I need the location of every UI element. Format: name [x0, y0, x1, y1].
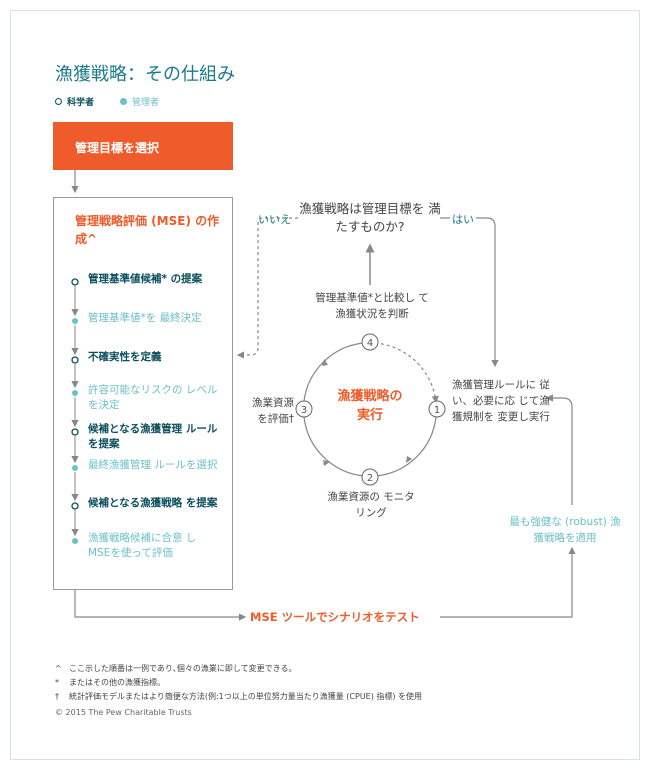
cycle-step-3: 漁業資源 を評価†: [252, 397, 294, 425]
scientist-step-dot: [71, 428, 79, 436]
cycle-step-1: 漁獲管理ルールに 従い、必要に応 じて漁獲規制を 変更し実行: [452, 379, 550, 423]
svg-text:1: 1: [434, 405, 440, 416]
footnote-3: †統計評価モデルまたはより簡便な方法(例:1つ以上の単位努力量当たり漁獲量 (C…: [55, 692, 423, 701]
yes-label: はい: [450, 211, 476, 227]
mse-step: 最終漁獲管理 ルールを選択: [88, 459, 218, 471]
cycle-center: 漁獲戦略の 実行: [337, 389, 403, 423]
scientist-step-dot: [71, 278, 79, 286]
step-number-1: 1: [428, 400, 446, 418]
mse-box: [53, 197, 233, 590]
mse-step: 管理基準値候補* の提案: [88, 273, 203, 285]
mse-test-label: MSE ツールでシナリオをテスト: [250, 610, 420, 624]
svg-text:2: 2: [367, 473, 373, 484]
step-number-2: 2: [361, 468, 379, 486]
manager-dot-icon: [120, 98, 127, 105]
frame: [10, 10, 640, 760]
scientist-step-dot: [71, 356, 79, 364]
legend-manager: 管理者: [120, 95, 159, 108]
step-number-3: 3: [295, 400, 313, 418]
page-title: 漁獲戦略：その仕組み: [55, 64, 235, 85]
cycle-step-4: 管理基準値*と比較し て漁獲状況を判断: [315, 292, 429, 320]
footnote-2: *またはその他の漁獲指標。: [55, 678, 165, 687]
select-objectives-box: 管理目標を選択: [53, 122, 233, 170]
svg-text:4: 4: [367, 338, 373, 349]
svg-text:3: 3: [301, 405, 307, 416]
manager-step-dot: [72, 538, 78, 544]
mse-step: 不確実性を定義: [88, 351, 162, 363]
question: 漁獲戦略は管理目標を 満たすものか?: [299, 201, 441, 234]
cycle-step-2: 漁業資源の モニタリング: [327, 491, 415, 519]
mse-step: 漁獲戦略候補に合意 しMSEを使って評価: [88, 532, 197, 559]
copyright: © 2015 The Pew Charitable Trusts: [55, 708, 192, 717]
mse-step: 許容可能なリスクの レベルを決定: [88, 384, 218, 411]
no-label: いいえ: [258, 213, 291, 226]
manager-step-dot: [72, 465, 78, 471]
step-number-4: 4: [361, 333, 379, 351]
mse-step: 候補となる漁獲管理 ルールを提案: [88, 423, 218, 450]
scientist-dot-icon: [55, 98, 62, 105]
manager-step-dot: [72, 390, 78, 396]
robust-strategy: 最も強健な (robust) 漁獲戦略を適用: [509, 516, 621, 544]
mse-title: 管理戦略評価 (MSE) の作成^: [75, 214, 220, 246]
scientist-step-dot: [71, 502, 79, 510]
mse-step: 候補となる漁獲戦略 を提案: [88, 497, 218, 509]
manager-step-dot: [72, 318, 78, 324]
footnote-1: ^ここ示した順番は一例であり､個々の漁業に即して変更できる。: [55, 664, 297, 673]
legend-scientist: 科学者: [55, 95, 94, 108]
mse-step: 管理基準値*を 最終決定: [88, 312, 202, 324]
